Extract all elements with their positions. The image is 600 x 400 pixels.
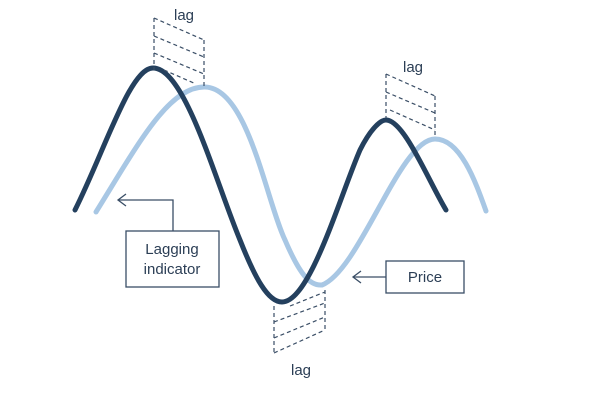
- price-curve: [72, 65, 449, 305]
- lag-zone-2: [385, 73, 436, 137]
- price-label: Price: [408, 269, 442, 286]
- lagging-indicator-box: [125, 230, 220, 288]
- lag-zone-1: [153, 17, 205, 86]
- lag-label-2: lag: [403, 59, 423, 76]
- lagging-indicator-label-line2: indicator: [144, 261, 201, 278]
- lagging-indicator-callout: Lagging indicator: [116, 193, 220, 288]
- price-callout: Price: [351, 260, 465, 294]
- lagging-indicator-curve: [93, 84, 489, 288]
- lagging-indicator-label-line1: Lagging: [145, 241, 198, 258]
- lag-label-3: lag: [291, 362, 311, 379]
- lag-label-1: lag: [174, 7, 194, 24]
- price-box: [385, 260, 465, 294]
- lag-zone-3: [273, 290, 326, 354]
